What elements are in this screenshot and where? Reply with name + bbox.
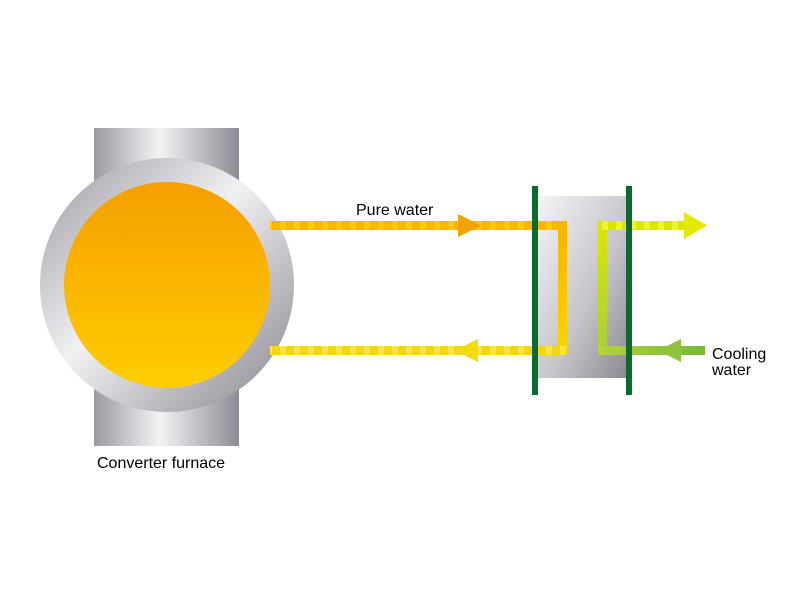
converter-furnace	[40, 128, 294, 446]
cooling-water-label: Cooling water	[712, 347, 766, 379]
pure-water-arrow	[458, 214, 481, 237]
exchanger-plates	[532, 186, 632, 395]
cooling-water-pipe	[598, 212, 707, 362]
furnace-label: Converter furnace	[97, 455, 226, 472]
pure-water-supply-pipe	[270, 214, 567, 355]
exchanger-plate-left	[532, 186, 538, 395]
furnace-core	[64, 182, 270, 388]
cooling-water-label-line1: Cooling	[712, 346, 767, 363]
pure-water-label: Pure water	[356, 202, 434, 219]
pure-water-return-pipe	[270, 339, 567, 362]
cooling-water-label-line2: water	[712, 362, 752, 379]
exchanger-plate-right	[626, 186, 632, 395]
return-arrow	[455, 339, 478, 362]
cooling-inlet-arrow	[658, 339, 681, 362]
cooling-outlet-arrow	[684, 212, 707, 239]
